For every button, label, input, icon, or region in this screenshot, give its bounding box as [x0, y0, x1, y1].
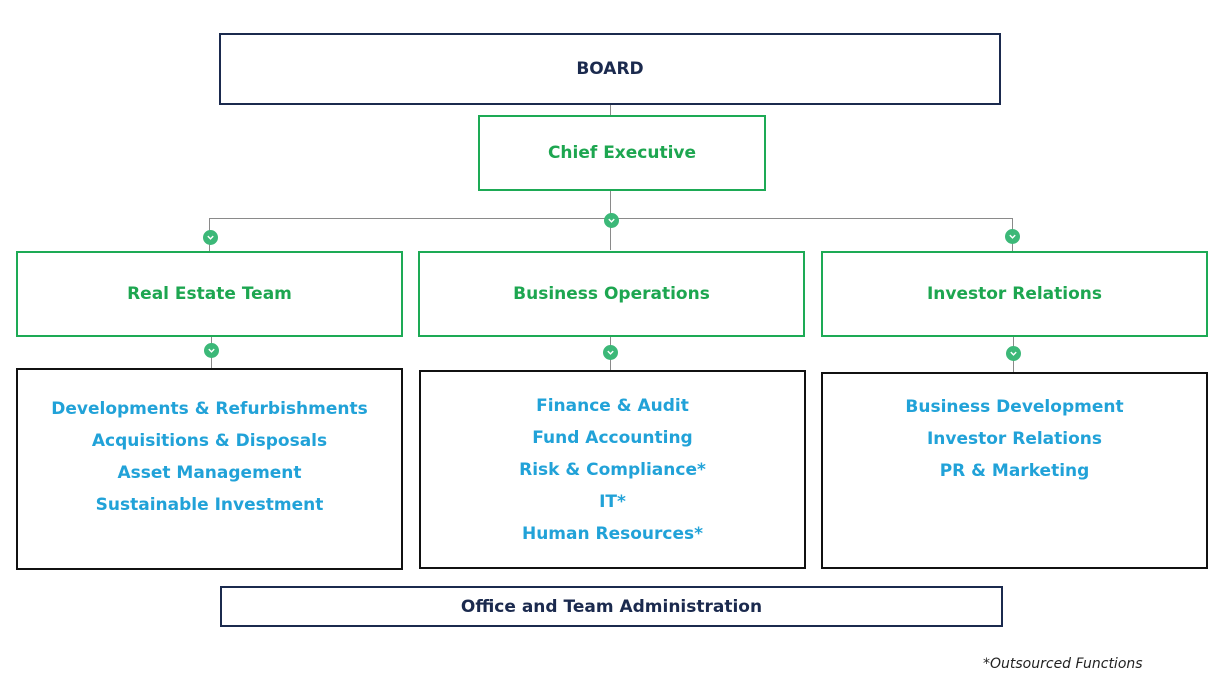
dept-business-operations-box: Business Operations [418, 251, 805, 337]
chevron-down-icon [1005, 229, 1020, 244]
function-item: Developments & Refurbishments [51, 399, 368, 419]
function-item: Sustainable Investment [95, 495, 324, 515]
admin-label: Office and Team Administration [460, 596, 763, 617]
function-item: Asset Management [117, 463, 302, 483]
chevron-down-icon [604, 213, 619, 228]
dept-real-estate-label: Real Estate Team [127, 284, 292, 304]
function-item: Investor Relations [926, 429, 1103, 449]
board-box: BOARD [219, 33, 1001, 105]
dept-real-estate-box: Real Estate Team [16, 251, 403, 337]
function-item: Risk & Compliance* [519, 460, 706, 480]
function-item: Finance & Audit [536, 396, 689, 416]
admin-box: Office and Team Administration [220, 586, 1003, 627]
ceo-label: Chief Executive [547, 143, 697, 163]
dept-business-operations-label: Business Operations [513, 284, 710, 304]
business-operations-functions-box: Finance & Audit Fund Accounting Risk & C… [419, 370, 806, 569]
board-label: BOARD [576, 59, 644, 79]
footnote: *Outsourced Functions [983, 656, 1143, 672]
chevron-down-icon [203, 230, 218, 245]
function-item: Fund Accounting [532, 428, 693, 448]
chevron-down-icon [603, 345, 618, 360]
function-item: Business Development [905, 397, 1124, 417]
dept-investor-relations-label: Investor Relations [926, 284, 1103, 304]
investor-relations-functions-box: Business Development Investor Relations … [821, 372, 1208, 569]
ceo-box: Chief Executive [478, 115, 766, 191]
real-estate-functions-box: Developments & Refurbishments Acquisitio… [16, 368, 403, 570]
function-item: PR & Marketing [939, 461, 1090, 481]
chevron-down-icon [1006, 346, 1021, 361]
function-item: IT* [599, 492, 626, 512]
function-item: Human Resources* [521, 524, 704, 544]
function-item: Acquisitions & Disposals [91, 431, 328, 451]
dept-investor-relations-box: Investor Relations [821, 251, 1208, 337]
chevron-down-icon [204, 343, 219, 358]
connector-board-ceo [610, 104, 611, 116]
